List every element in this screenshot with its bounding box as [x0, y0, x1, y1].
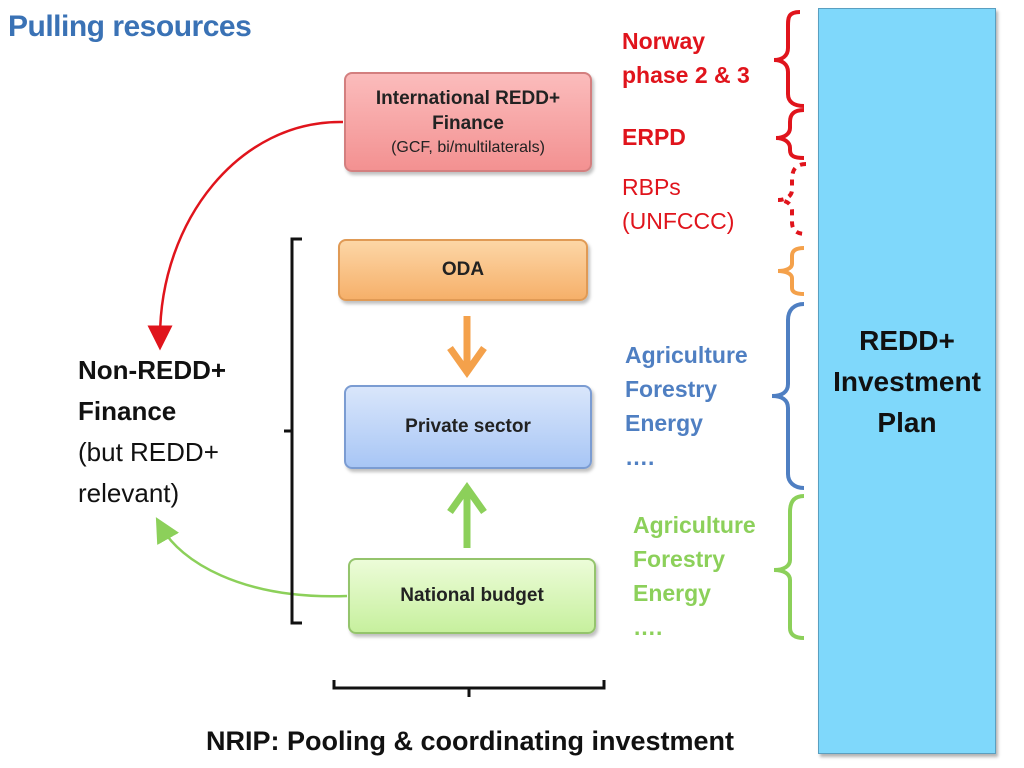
sector-item: Agriculture: [625, 342, 748, 368]
rbps-line2: (UNFCCC): [622, 208, 735, 234]
non-redd-line1: Non-REDD+: [78, 355, 227, 385]
private-sector-box: Private sector: [344, 385, 592, 469]
norway-line1: Norway: [622, 28, 706, 54]
non-redd-line2: Finance: [78, 396, 177, 426]
sectors-list-blue: Agriculture Forestry Energy ….: [625, 338, 748, 474]
green-up-arrow: [447, 481, 487, 548]
national-budget-box: National budget: [348, 558, 596, 634]
investment-plan-bar: [818, 8, 996, 754]
nrip-footer: NRIP: Pooling & coordinating investment: [205, 726, 735, 756]
left-bracket: [284, 237, 302, 625]
non-redd-line4: relevant): [78, 478, 180, 508]
bottom-bracket: [332, 680, 606, 697]
oda-box: ODA: [338, 239, 588, 301]
international-finance-sub: (GCF, bi/multilaterals): [391, 138, 545, 156]
plan-line2: Investment: [833, 366, 981, 397]
sector-item: Agriculture: [633, 512, 756, 538]
plan-line3: Plan: [877, 407, 937, 438]
sectors-list-green: Agriculture Forestry Energy ….: [633, 508, 756, 644]
red-curved-arrow: [147, 120, 344, 351]
plan-line1: REDD+: [859, 325, 955, 356]
rbps-label: RBPs (UNFCCC): [622, 170, 734, 238]
international-finance-box: International REDD+ Finance (GCF, bi/mul…: [344, 72, 592, 172]
rbps-brace: [777, 162, 807, 236]
international-finance-line2: Finance: [432, 113, 504, 135]
orange-down-arrow: [447, 316, 487, 379]
oda-brace: [777, 246, 805, 296]
norway-brace: [773, 10, 805, 108]
non-redd-line3: (but REDD+: [78, 437, 219, 467]
norway-label: Norway phase 2 & 3: [622, 24, 750, 92]
sector-item: Energy: [633, 580, 711, 606]
sector-item: ….: [625, 444, 655, 470]
sector-item: Energy: [625, 410, 703, 436]
sector-item: Forestry: [633, 546, 726, 572]
norway-line2: phase 2 & 3: [622, 62, 750, 88]
sector-item: ….: [633, 614, 663, 640]
international-finance-line1: International REDD+: [375, 87, 561, 109]
green-curved-arrow: [155, 517, 348, 598]
erpd-label: ERPD: [622, 124, 686, 150]
private-brace: [771, 302, 805, 490]
rbps-line1: RBPs: [622, 174, 681, 200]
erpd-brace: [775, 108, 805, 160]
page-title: Pulling resources: [8, 10, 252, 43]
national-brace: [773, 494, 805, 640]
sector-item: Forestry: [625, 376, 718, 402]
investment-plan-label: REDD+ Investment Plan: [818, 320, 996, 443]
non-redd-finance-label: Non-REDD+ Finance (but REDD+ relevant): [78, 350, 226, 514]
